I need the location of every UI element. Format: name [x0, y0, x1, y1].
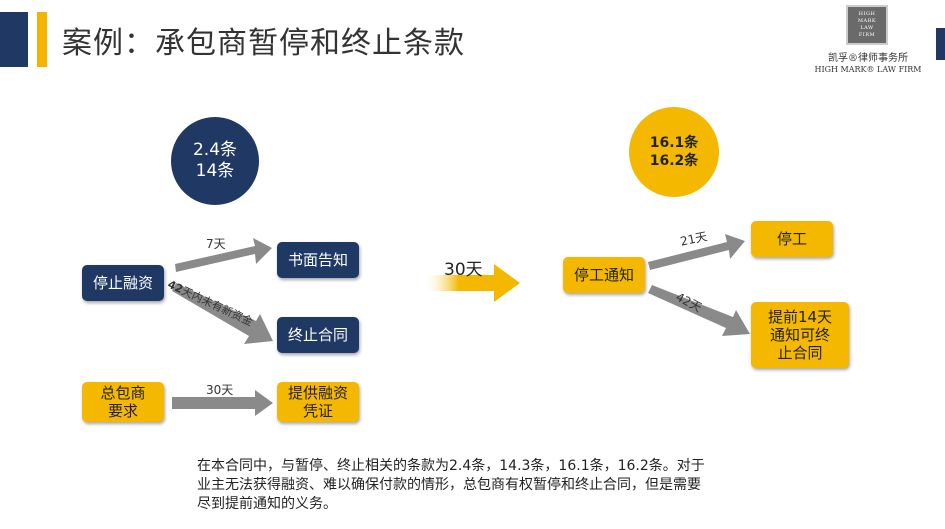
note-line: 在本合同中，与暂停、终止相关的条款为2.4条，14.3条，16.1条，16.2条…: [197, 458, 705, 474]
node-terminate-contract: 终止合同: [277, 317, 359, 353]
title-accent-bar-gold: [37, 12, 47, 67]
right-accent-bar: [936, 28, 945, 60]
node-stop-financing: 停止融资: [82, 265, 164, 301]
edge-label-30-days: 30天: [206, 383, 234, 397]
page-title: 案例：承包商暂停和终止条款: [62, 26, 465, 61]
node-stop-work: 停工: [751, 221, 833, 257]
arrow-stop-financing-to-written-notice: [175, 238, 272, 272]
node-advance-notice-termination: 提前14天 通知可终 止合同: [751, 302, 849, 368]
node-line: 凭证: [302, 402, 333, 420]
clause-label: 16.1条: [649, 135, 699, 151]
middle-arrow-label: 30天: [444, 260, 483, 280]
node-line: 提前14天: [767, 308, 833, 326]
clause-circle-16-1-16-2: 16.1条 16.2条: [629, 107, 719, 197]
edge-label-7-days: 7天: [206, 237, 226, 251]
node-stop-work-notice: 停工通知: [563, 257, 645, 293]
summary-note: 在本合同中，与暂停、终止相关的条款为2.4条，14.3条，16.1条，16.2条…: [197, 457, 787, 514]
logo-line: FIRM: [858, 32, 876, 38]
node-line: 提供融资: [287, 384, 348, 402]
node-line: 通知可终: [769, 326, 830, 344]
node-provide-financing-proof: 提供融资 凭证: [277, 382, 359, 422]
node-line: 止合同: [777, 344, 823, 362]
arrow-30-days-middle: [426, 264, 520, 302]
logo-line: LAW: [860, 25, 874, 31]
node-line: 总包商: [100, 384, 146, 402]
law-firm-logo: HIGH MARK LAW FIRM: [846, 5, 888, 45]
clause-label: 16.2条: [649, 153, 699, 169]
arrow-contractor-request-to-provide-proof: [172, 390, 273, 416]
logo-english-name: HIGH MARK® LAW FIRM: [814, 65, 922, 74]
logo-chinese-name: 凯孚®律师事务所: [828, 53, 908, 64]
note-line: 尽到提前通知的义务。: [197, 496, 337, 512]
arrow-stop-work-notice-to-stop-work: [648, 234, 745, 270]
clause-circle-2-4-14: 2.4条 14条: [171, 117, 259, 205]
title-accent-bar-navy: [0, 12, 28, 67]
node-contractor-request: 总包商 要求: [82, 382, 164, 422]
arrow-stop-work-notice-to-advance-notice: [648, 285, 750, 336]
node-written-notice: 书面告知: [277, 242, 359, 278]
node-line: 要求: [107, 402, 138, 420]
clause-label: 2.4条: [192, 140, 238, 160]
note-line: 业主无法获得融资、难以确保付款的情形，总包商有权暂停和终止合同，但是需要: [197, 477, 701, 493]
logo-line: HIGH: [858, 11, 876, 17]
logo-line: MARK: [857, 18, 877, 24]
arrow-stop-financing-to-terminate-contract: [172, 283, 273, 344]
clause-label: 14条: [195, 161, 235, 181]
